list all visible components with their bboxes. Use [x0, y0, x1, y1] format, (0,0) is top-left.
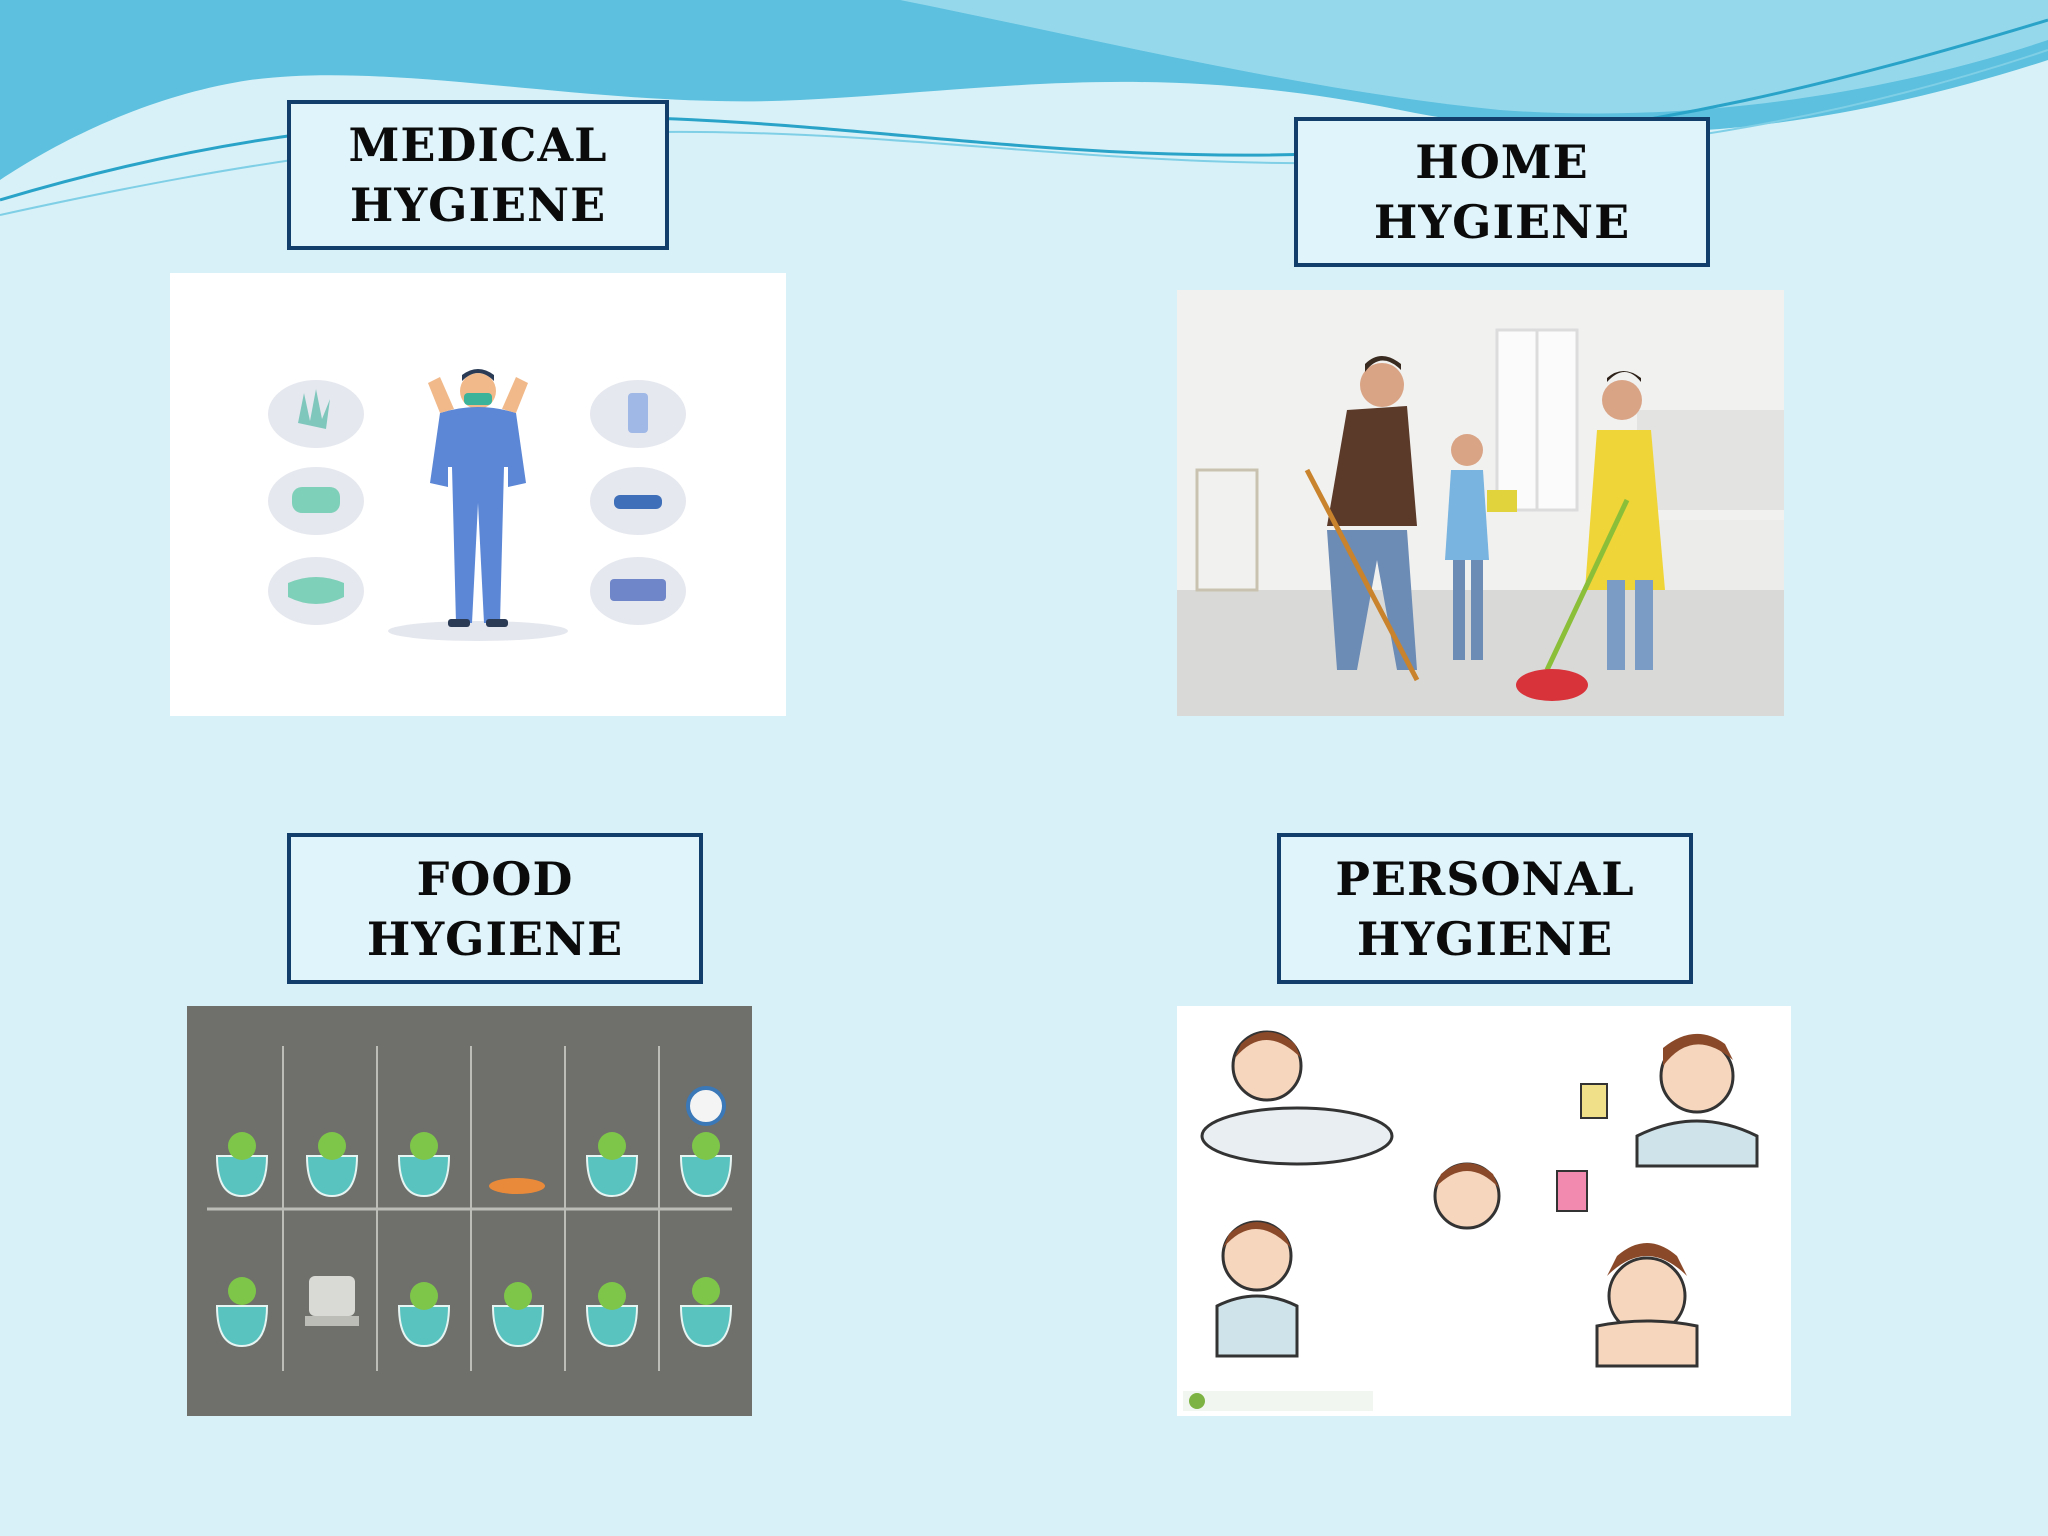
food-hygiene-illustration: [187, 1006, 752, 1416]
food-label-line-2: HYGIENE: [366, 911, 624, 966]
home-label-line-2: HYGIENE: [1373, 195, 1631, 249]
personal-hygiene-label: PERSONAL HYGIENE: [1277, 833, 1693, 984]
medical-hygiene-illustration: [170, 273, 786, 716]
medical-label-line-2: HYGIENE: [349, 178, 607, 232]
home-label-line-1: HOME: [1415, 135, 1589, 189]
medical-label-line-1: MEDICAL: [348, 118, 608, 172]
personal-label-line-2: HYGIENE: [1356, 911, 1614, 966]
home-hygiene-label: HOME HYGIENE: [1294, 117, 1710, 267]
personal-hygiene-illustration: [1177, 1006, 1791, 1416]
medical-hygiene-label: MEDICAL HYGIENE: [287, 100, 669, 250]
food-hygiene-label: FOOD HYGIENE: [287, 833, 703, 984]
personal-label-line-1: PERSONAL: [1335, 851, 1635, 906]
food-label-line-1: FOOD: [416, 851, 574, 906]
home-hygiene-photo: [1177, 290, 1784, 716]
